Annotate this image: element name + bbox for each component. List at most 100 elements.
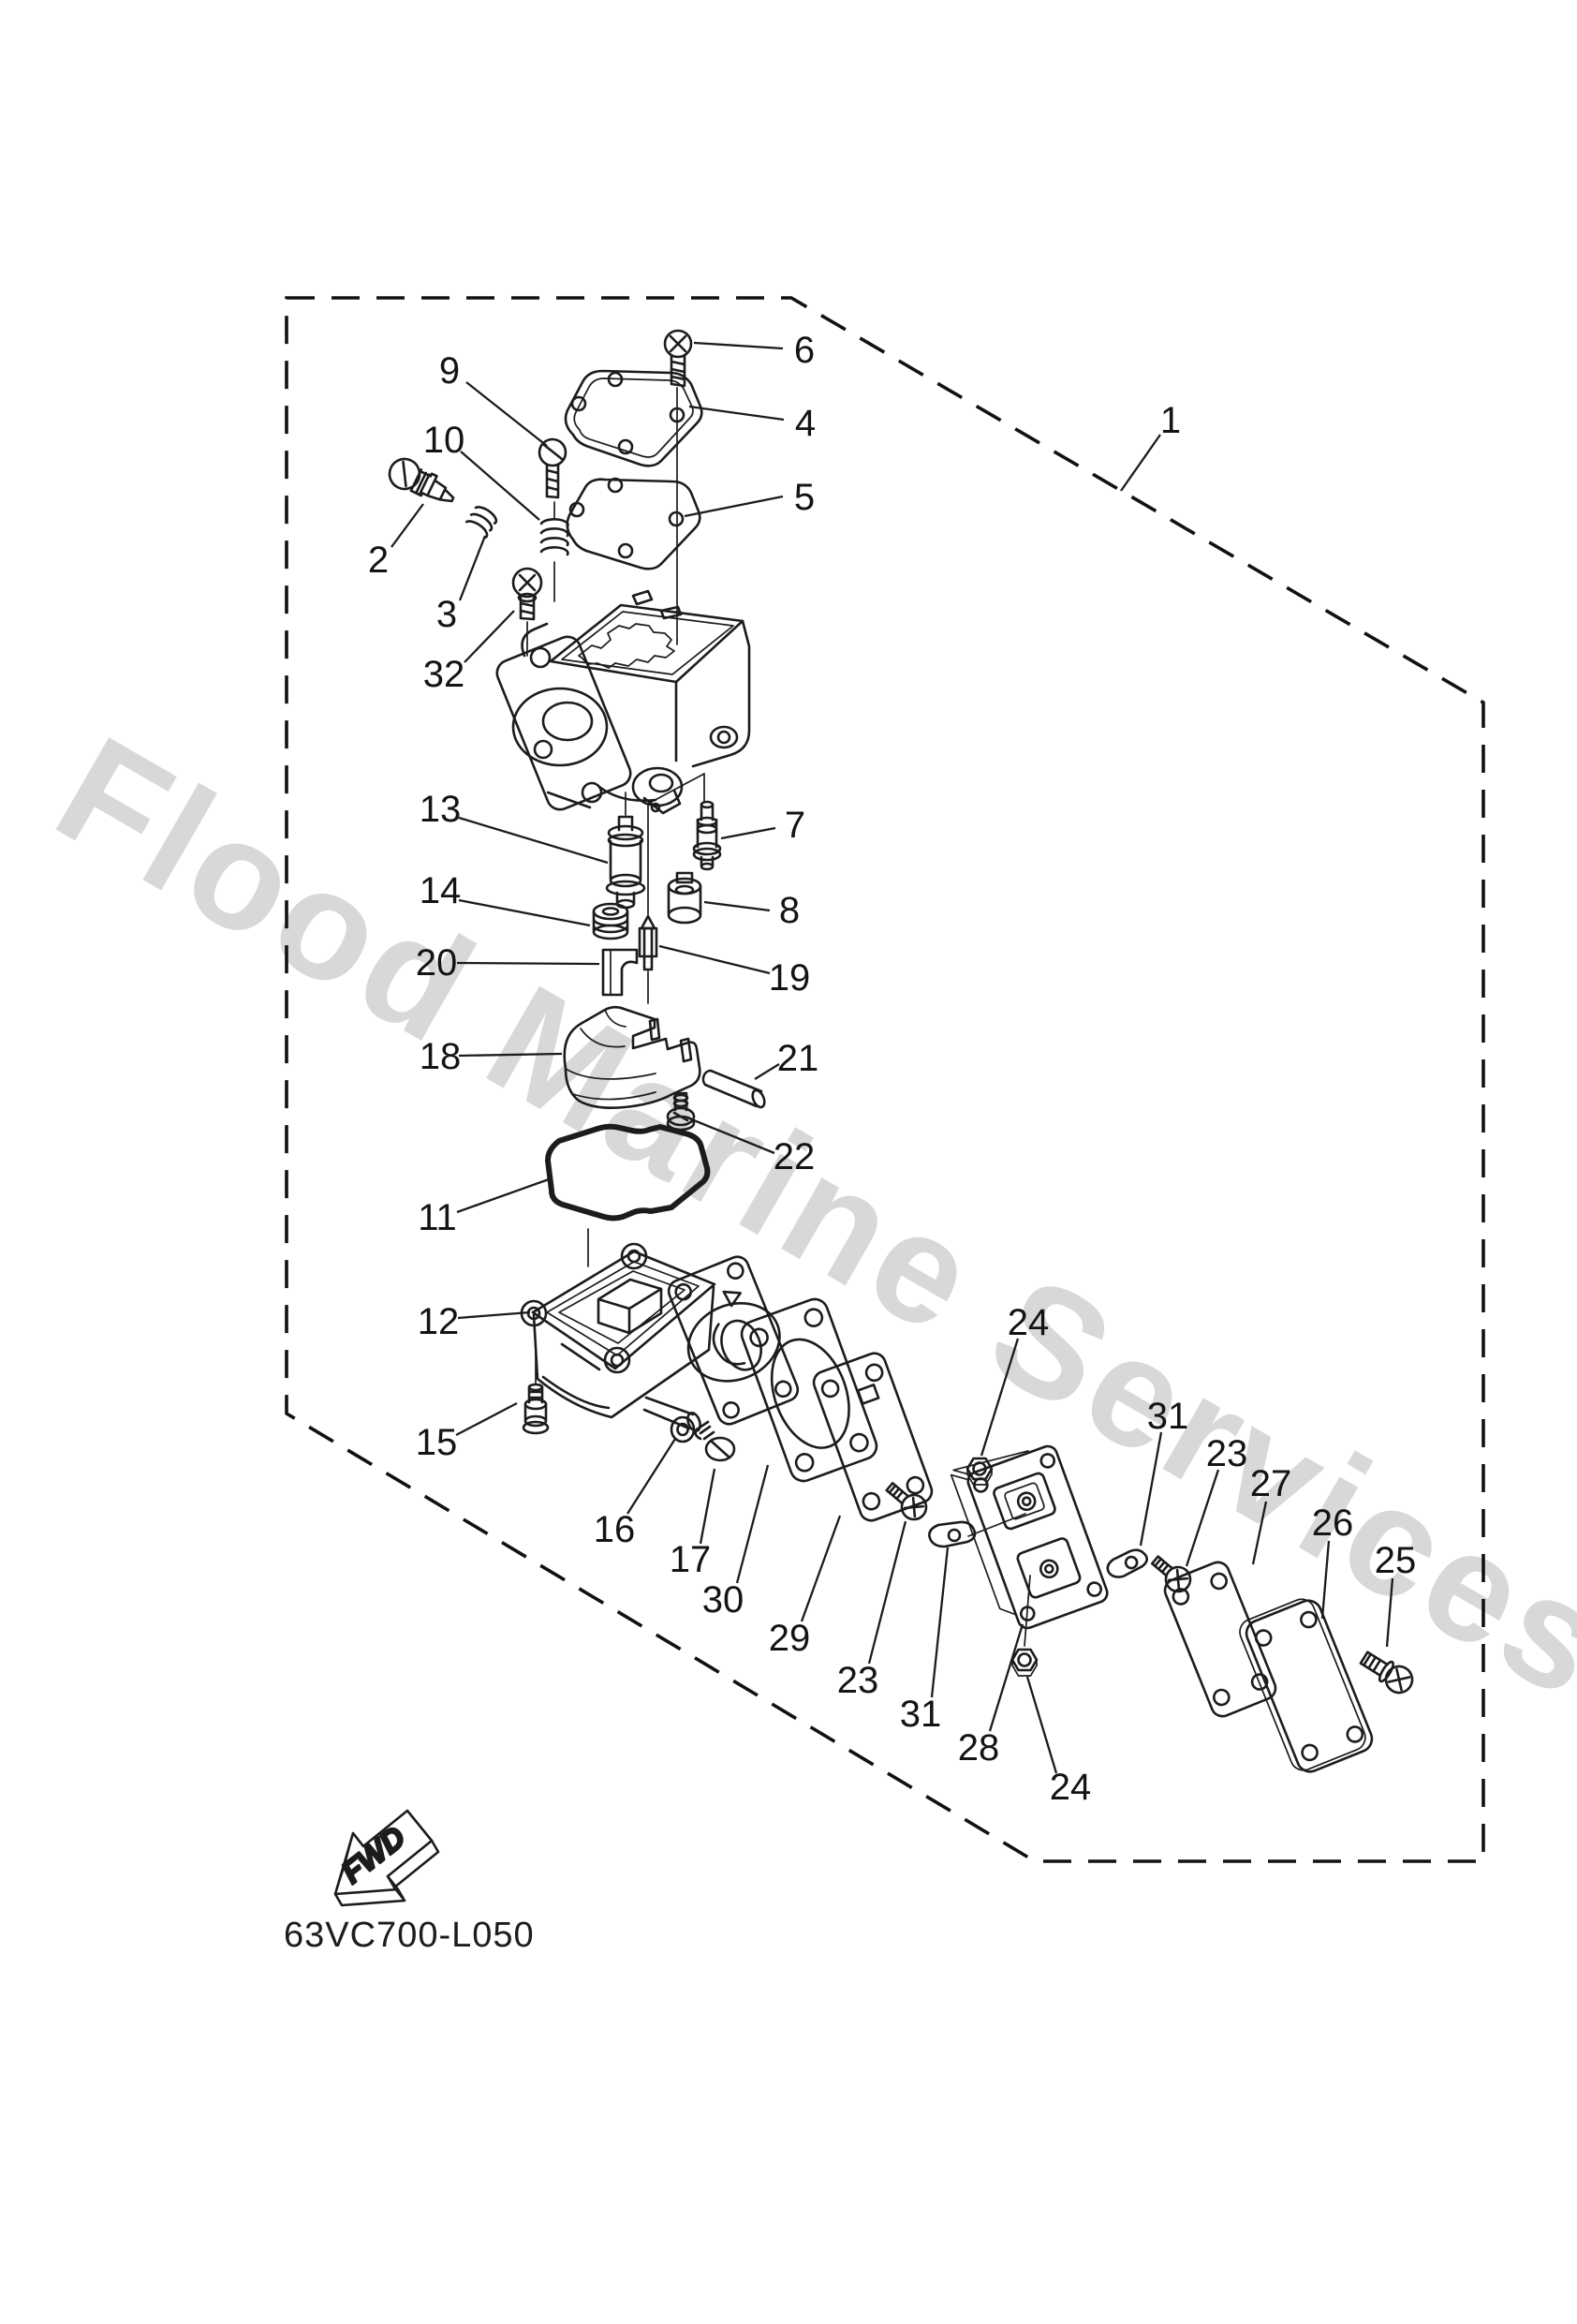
washer-16: [670, 1415, 696, 1443]
leader-line-15: [455, 1401, 518, 1437]
spring-10: [539, 518, 569, 556]
washer-14: [592, 902, 629, 940]
part-number-23: 23: [837, 1660, 879, 1701]
part-number-21: 21: [777, 1038, 819, 1079]
leader-line-29: [800, 1515, 842, 1622]
leader-line-17: [699, 1468, 716, 1545]
part-number-5: 5: [794, 477, 815, 518]
part-number-13: 13: [420, 789, 462, 830]
leader-line-8: [703, 900, 771, 912]
leader-line-3: [458, 535, 487, 601]
leader-line-24: [1025, 1676, 1058, 1774]
leader-line-19: [658, 944, 771, 975]
float-pin-21: [701, 1069, 766, 1109]
main-jet-7: [692, 800, 722, 871]
leader-line-31: [930, 1547, 950, 1698]
part-number-24: 24: [1008, 1302, 1050, 1343]
part-number-31: 31: [1147, 1396, 1189, 1437]
part-number-25: 25: [1375, 1540, 1417, 1581]
link-clip-31-right: [1106, 1548, 1148, 1578]
float-18: [563, 1005, 701, 1109]
part-number-26: 26: [1312, 1502, 1354, 1544]
part-number-3: 3: [436, 594, 457, 635]
screw-23-left: [885, 1482, 928, 1521]
part-number-19: 19: [769, 957, 811, 999]
leader-line-18: [458, 1052, 563, 1058]
part-number-10: 10: [423, 420, 465, 461]
leader-line-9: [465, 381, 548, 447]
dashed-boundary: [285, 296, 1485, 1863]
part-callouts: 9102332645113142018781921221112151617302…: [368, 330, 1416, 1808]
leader-line-16: [626, 1438, 676, 1515]
leader-line-27: [1251, 1501, 1268, 1565]
part-number-20: 20: [416, 942, 458, 984]
screw-32: [511, 567, 543, 621]
leader-line-25: [1385, 1577, 1394, 1648]
leader-line-22: [693, 1118, 775, 1155]
leader-line-10: [460, 451, 540, 521]
main-nozzle-13: [605, 815, 646, 910]
leader-line-6: [693, 341, 784, 350]
part-number-28: 28: [958, 1727, 1000, 1769]
leader-line-20: [456, 961, 600, 966]
leader-line-7: [720, 826, 776, 840]
part-number-18: 18: [420, 1036, 462, 1077]
float-bowl-12: [520, 1242, 800, 1432]
artwork: [388, 329, 1414, 1773]
part-number-16: 16: [594, 1509, 636, 1550]
cover-plate-4: [564, 369, 703, 467]
part-number-14: 14: [420, 870, 462, 911]
part-number-27: 27: [1250, 1463, 1292, 1504]
leader-line-13: [458, 816, 609, 865]
leader-line-32: [464, 610, 515, 663]
leader-line-11: [456, 1177, 550, 1214]
screw-22: [666, 1091, 696, 1132]
part-number-6: 6: [794, 330, 815, 371]
leader-line-30: [735, 1464, 770, 1584]
part-number-1: 1: [1160, 400, 1181, 441]
spring-3: [464, 506, 498, 540]
part-number-4: 4: [795, 403, 816, 444]
leader-line-31: [1139, 1431, 1163, 1547]
nut-24-lower: [1010, 1648, 1039, 1677]
screw-9: [538, 437, 567, 499]
leader-line-23: [1185, 1469, 1220, 1567]
fwd-arrow: FWD: [333, 1809, 440, 1907]
part-number-7: 7: [785, 805, 805, 846]
pump-gasket-30: [740, 1297, 878, 1483]
pilot-screw-2: [388, 457, 455, 503]
drain-screw-15: [522, 1383, 550, 1435]
needle-valve-19: [638, 914, 658, 971]
link-clip-31-left: [928, 1520, 977, 1548]
part-number-8: 8: [779, 890, 800, 931]
part-number-24: 24: [1050, 1767, 1092, 1808]
gasket-5: [566, 477, 701, 570]
float-seat-plate-20: [601, 948, 639, 997]
drawing-code: 63VC700-L050: [284, 1916, 535, 1955]
screw-6: [663, 329, 693, 388]
carburetor-body-1: [495, 589, 751, 815]
part-number-23: 23: [1206, 1433, 1248, 1474]
leader-line-1: [1120, 434, 1161, 492]
cover-gasket-27: [1163, 1561, 1277, 1718]
leader-line-24: [980, 1338, 1020, 1457]
diaphragm-29: [812, 1352, 934, 1522]
leader-line-5: [684, 495, 784, 518]
leader-line-26: [1320, 1540, 1331, 1620]
part-number-11: 11: [418, 1197, 457, 1238]
part-number-12: 12: [418, 1301, 460, 1342]
part-number-15: 15: [416, 1422, 458, 1463]
plug-8: [667, 871, 702, 925]
leader-line-4: [688, 405, 785, 422]
pump-cover-26: [1239, 1598, 1374, 1773]
bowl-gasket-11: [545, 1123, 711, 1221]
part-number-29: 29: [769, 1618, 811, 1659]
leader-line-14: [458, 898, 591, 927]
part-number-32: 32: [423, 654, 465, 695]
leader-line-2: [391, 503, 424, 548]
screw-25: [1359, 1650, 1414, 1695]
leader-line-28: [988, 1623, 1024, 1732]
part-number-30: 30: [702, 1579, 744, 1621]
